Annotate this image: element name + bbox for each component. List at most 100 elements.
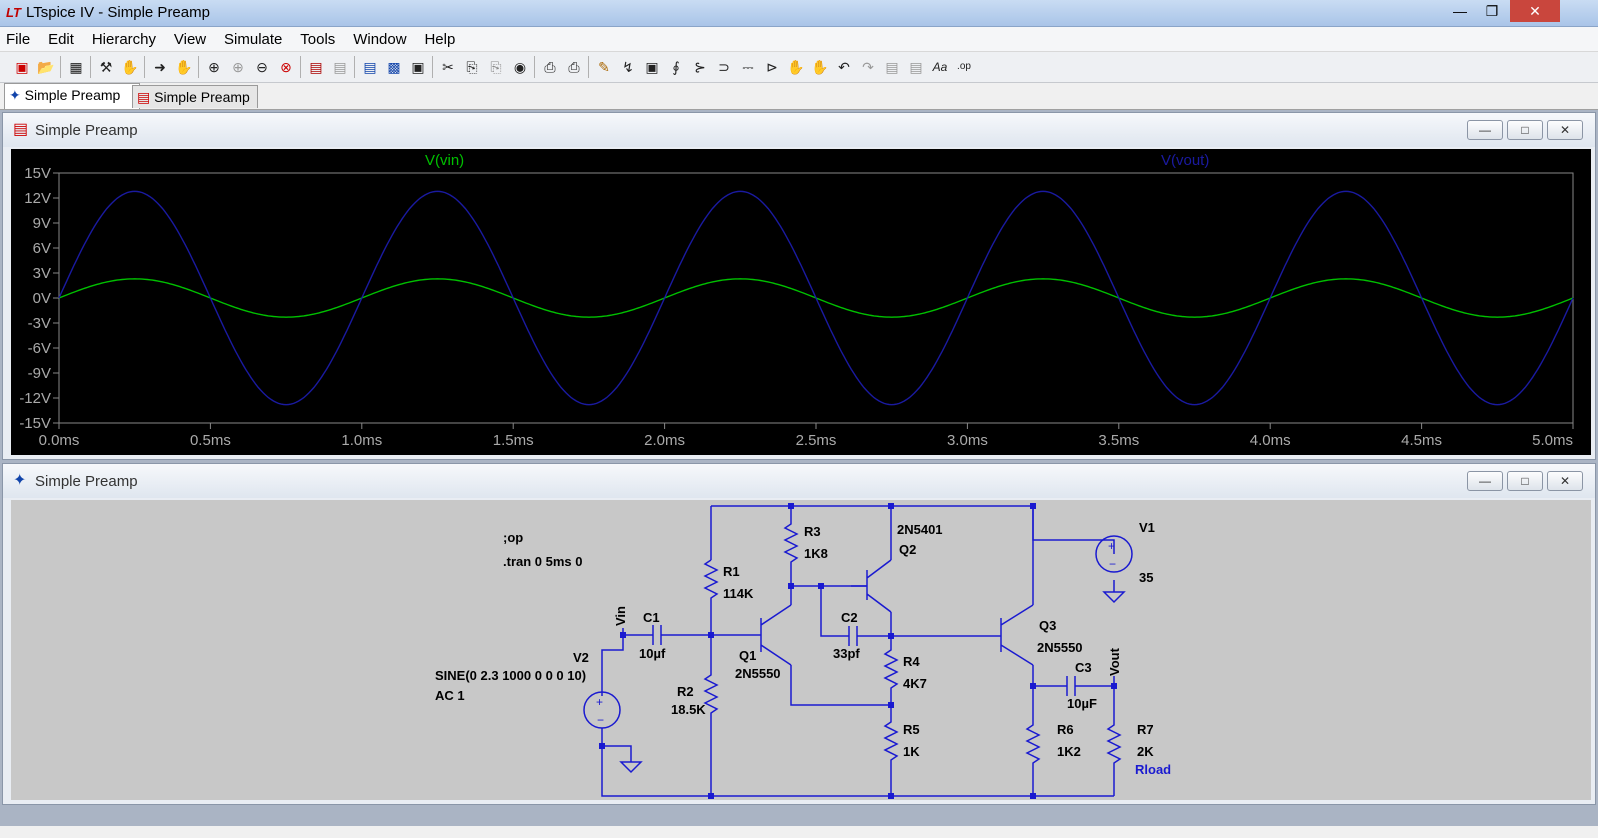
menu-file[interactable]: File bbox=[6, 31, 31, 48]
r5-name: R5 bbox=[903, 722, 920, 737]
mirror-icon[interactable]: ▤ bbox=[909, 59, 923, 75]
new-schematic-icon[interactable]: ▣ bbox=[15, 59, 29, 75]
schematic-close-button[interactable]: ✕ bbox=[1547, 471, 1583, 491]
q1-model: 2N5550 bbox=[735, 666, 781, 681]
legend-vin[interactable]: V(vin) bbox=[425, 152, 464, 169]
cascade-icon[interactable]: ▩ bbox=[387, 59, 401, 75]
menu-view[interactable]: View bbox=[173, 31, 207, 48]
waveform-minimize-button[interactable]: — bbox=[1467, 120, 1503, 140]
menu-edit[interactable]: Edit bbox=[48, 31, 74, 48]
zoom-out-icon[interactable]: ⊖ bbox=[256, 59, 268, 75]
tile-horizontal-icon[interactable]: ▤ bbox=[363, 59, 377, 75]
run-simulation-icon[interactable]: ➜ bbox=[154, 59, 166, 75]
paste-icon[interactable]: ⎘ bbox=[490, 59, 502, 75]
r5-value: 1K bbox=[903, 744, 920, 759]
component-icon[interactable]: ⊳ bbox=[766, 59, 778, 75]
cut-icon[interactable]: ✂ bbox=[442, 59, 454, 75]
op-directive[interactable]: ;op bbox=[503, 530, 523, 545]
resistor-icon[interactable]: ∮ bbox=[672, 59, 680, 75]
waveform-close-button[interactable]: ✕ bbox=[1547, 120, 1583, 140]
print-icon[interactable]: ⎙ bbox=[568, 59, 580, 75]
legend-vout[interactable]: V(vout) bbox=[1161, 152, 1209, 169]
label-net-icon[interactable]: ▣ bbox=[645, 59, 659, 75]
resistor-r7 bbox=[1106, 686, 1122, 796]
undo-icon[interactable]: ↶ bbox=[838, 59, 850, 75]
capacitor-icon[interactable]: ⊱ bbox=[694, 59, 706, 75]
zoom-in-icon[interactable]: ⊕ bbox=[208, 59, 220, 75]
toolbar-separator bbox=[60, 56, 61, 78]
tran-directive[interactable]: .tran 0 5ms 0 bbox=[503, 554, 583, 569]
y-tick-label: -6V bbox=[28, 340, 51, 357]
y-tick-label: 0V bbox=[33, 290, 51, 307]
inductor-icon[interactable]: ⊃ bbox=[718, 59, 730, 75]
schematic-maximize-button[interactable]: □ bbox=[1507, 471, 1543, 491]
tab-schematic[interactable]: ✦ Simple Preamp bbox=[4, 83, 140, 109]
draw-wire-icon[interactable]: ✎ bbox=[598, 59, 610, 75]
transistor-q2 bbox=[851, 559, 892, 613]
r2-name: R2 bbox=[677, 684, 694, 699]
pan-hand-icon[interactable]: ✋ bbox=[121, 59, 139, 75]
minus-sign: − bbox=[1109, 557, 1116, 571]
minimize-button[interactable]: — bbox=[1453, 3, 1467, 19]
y-tick-label: 12V bbox=[24, 190, 51, 207]
save-icon[interactable]: ▦ bbox=[69, 59, 83, 75]
halt-icon[interactable]: ✋ bbox=[175, 59, 193, 75]
copy-icon[interactable]: ⎘ bbox=[466, 59, 478, 75]
menu-window[interactable]: Window bbox=[353, 31, 407, 48]
q3-model: 2N5550 bbox=[1037, 640, 1083, 655]
schematic-canvas[interactable]: ;op .tran 0 5ms 0 V2 SINE(0 2.3 1000 0 0… bbox=[11, 500, 1591, 800]
zoom-fit-icon[interactable]: ⊗ bbox=[280, 59, 292, 75]
r2-value: 18.5K bbox=[671, 702, 706, 717]
close-button[interactable]: ✕ bbox=[1510, 0, 1560, 22]
wire bbox=[601, 635, 624, 696]
y-tick-label: 9V bbox=[33, 215, 51, 232]
series-vout-line bbox=[58, 190, 1574, 406]
x-tick-label: 5.0ms bbox=[1532, 432, 1573, 449]
move-icon[interactable]: ✋ bbox=[787, 59, 805, 75]
open-folder-icon[interactable]: 📂 bbox=[37, 59, 55, 75]
toolbar-separator bbox=[534, 56, 535, 78]
r4-name: R4 bbox=[903, 654, 920, 669]
y-tick-label: -12V bbox=[19, 390, 51, 407]
tab-waveform[interactable]: ▤ Simple Preamp bbox=[132, 85, 258, 108]
find-icon[interactable]: ◉ bbox=[513, 59, 527, 75]
toolbar-separator bbox=[432, 56, 433, 78]
redo-icon[interactable]: ↷ bbox=[862, 59, 874, 75]
menu-help[interactable]: Help bbox=[424, 31, 456, 48]
x-tick-label: 3.5ms bbox=[1098, 432, 1139, 449]
c2-value: 33pf bbox=[833, 646, 860, 661]
drag-icon[interactable]: ✋ bbox=[811, 59, 829, 75]
rload-label: Rload bbox=[1135, 762, 1171, 777]
waveform-window-titlebar: ▤ Simple Preamp — □ ✕ bbox=[3, 113, 1595, 147]
v2-value: SINE(0 2.3 1000 0 0 0 10) bbox=[435, 668, 586, 683]
r7-value: 2K bbox=[1137, 744, 1154, 759]
zoom-pan-icon[interactable]: ⊕ bbox=[232, 59, 244, 75]
print-preview-icon[interactable]: ⎙ bbox=[544, 59, 556, 75]
marker-icon[interactable]: ▤ bbox=[333, 59, 347, 75]
close-window-icon[interactable]: ▣ bbox=[411, 59, 425, 75]
autorange-icon[interactable]: ▤ bbox=[309, 59, 323, 75]
schematic-background bbox=[11, 500, 1591, 800]
rotate-icon[interactable]: ▤ bbox=[885, 59, 899, 75]
plus-sign: + bbox=[596, 695, 603, 709]
tab-label: Simple Preamp bbox=[24, 87, 121, 103]
diode-icon[interactable]: ⎓ bbox=[742, 59, 754, 75]
control-panel-icon[interactable]: ⚒ bbox=[99, 59, 113, 75]
r4-value: 4K7 bbox=[903, 676, 927, 691]
menu-simulate[interactable]: Simulate bbox=[224, 31, 283, 48]
spice-directive-icon[interactable]: .op bbox=[957, 61, 971, 72]
schematic-minimize-button[interactable]: — bbox=[1467, 471, 1503, 491]
wire bbox=[790, 586, 891, 706]
ground-icon[interactable]: ↯ bbox=[622, 59, 634, 75]
vin-label: Vin bbox=[613, 606, 628, 626]
maximize-button[interactable]: ❐ bbox=[1485, 3, 1499, 19]
x-tick-label: 0.0ms bbox=[39, 432, 80, 449]
menu-hierarchy[interactable]: Hierarchy bbox=[91, 31, 156, 48]
y-tick-label: 6V bbox=[33, 240, 51, 257]
waveform-maximize-button[interactable]: □ bbox=[1507, 120, 1543, 140]
text-icon[interactable]: Aa bbox=[932, 60, 948, 74]
menu-tools[interactable]: Tools bbox=[300, 31, 336, 48]
wire bbox=[601, 746, 1114, 797]
